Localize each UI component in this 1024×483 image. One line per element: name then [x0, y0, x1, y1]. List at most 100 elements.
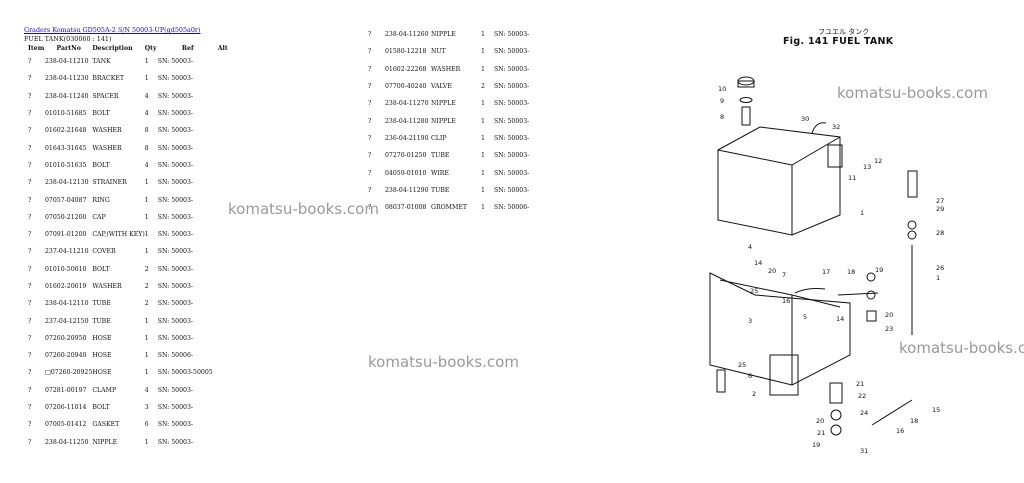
callout-label: 2: [752, 390, 756, 398]
row-qty: 1: [144, 317, 149, 325]
tube-part: [837, 292, 879, 296]
tube-part: [811, 122, 827, 134]
callout-label: 9: [720, 97, 724, 105]
nut-part: [866, 310, 877, 322]
row-description: TUBE: [431, 186, 450, 194]
row-description: BOLT: [92, 404, 110, 412]
row-partno: □07260-20925: [45, 369, 93, 377]
callout-label: 21: [856, 380, 864, 388]
row-ref: SN: 50003-: [494, 169, 530, 177]
row-description: STRAINER: [92, 179, 127, 187]
row-qty: 1: [481, 31, 485, 39]
row-description: HOSE: [92, 352, 112, 360]
row-item: ?: [28, 110, 32, 118]
header-qty: Qty: [144, 44, 157, 52]
row-item: ?: [368, 48, 372, 56]
valve-part: [866, 290, 876, 300]
watermark: komatsu-books.com: [837, 84, 988, 102]
callout-label: 20: [885, 311, 893, 319]
row-partno: 236-04-21190: [385, 134, 429, 142]
row-ref: SN: 50003-: [157, 127, 194, 135]
row-ref: SN: 50003-: [494, 117, 530, 125]
row-qty: 1: [144, 334, 149, 342]
row-qty: 1: [144, 213, 149, 221]
nipple-part: [907, 170, 918, 198]
breadcrumb-link[interactable]: Graders Komatsu GD505A-2 S/N 50003-UP(gd…: [24, 26, 201, 34]
row-partno: 07091-01200: [45, 231, 87, 239]
row-ref: SN: 50003-: [157, 404, 194, 412]
washer-part: [907, 230, 917, 240]
row-ref: SN: 50003-: [157, 58, 194, 66]
ring-part: [739, 97, 753, 103]
row-description: GASKET: [92, 421, 120, 429]
row-partno: 07057-04087: [45, 196, 87, 204]
tank-body: [717, 126, 841, 236]
row-qty: 1: [144, 438, 149, 446]
row-partno: 01602-21648: [45, 127, 87, 135]
figure-title: Fig. 141 FUEL TANK: [783, 36, 894, 47]
washer-part: [907, 220, 917, 230]
frame-edge: [719, 279, 841, 308]
row-ref: SN: 50003-: [157, 334, 194, 342]
row-qty: 1: [481, 100, 485, 108]
callout-label: 12: [874, 157, 882, 165]
row-ref: SN: 50003-: [157, 317, 194, 325]
frame-edge: [709, 273, 851, 355]
row-item: ?: [28, 421, 32, 429]
row-partno: 238-04-12130: [45, 179, 89, 187]
row-ref: SN: 50003-: [157, 438, 194, 446]
row-description: COVER: [92, 248, 116, 256]
table-header-row: Item PartNo Description Qty Ref Alt: [28, 43, 228, 53]
row-partno: 237-04-12150: [45, 317, 89, 325]
row-ref: SN: 50003-: [157, 196, 194, 204]
row-item: ?: [28, 92, 32, 100]
callout-label: 24: [860, 409, 868, 417]
row-qty: 2: [144, 265, 149, 273]
valve-part: [830, 409, 842, 421]
row-ref: SN: 50003-: [157, 386, 194, 394]
callout-label: 30: [801, 115, 809, 123]
row-description: BOLT: [92, 110, 110, 118]
row-ref: SN: 50006-: [494, 204, 530, 212]
row-item: ?: [28, 179, 32, 187]
tank-edge: [717, 136, 841, 166]
row-description: TUBE: [92, 300, 111, 308]
watermark: komatsu-books.com: [368, 353, 519, 371]
row-qty: 8: [144, 127, 149, 135]
row-ref: SN: 50003-: [157, 110, 194, 118]
row-partno: 07005-01412: [45, 421, 87, 429]
row-ref: SN: 50003-: [494, 48, 530, 56]
strainer-part: [741, 106, 751, 126]
row-item: ?: [368, 31, 372, 39]
header-alt: Alt: [217, 44, 228, 52]
row-description: CAP: [92, 213, 106, 221]
row-ref: SN: 50003-: [494, 134, 530, 142]
callout-label: 20: [816, 417, 824, 425]
callout-label: 19: [812, 441, 820, 449]
callout-label: 5: [803, 313, 807, 321]
row-description: NIPPLE: [431, 117, 456, 125]
callout-label: 28: [936, 229, 944, 237]
callout-label: 4: [748, 243, 752, 251]
bolt-part: [716, 369, 726, 393]
callout-label: 16: [782, 297, 790, 305]
row-partno: 01643-31645: [45, 144, 87, 152]
row-qty: 3: [144, 404, 149, 412]
row-ref: SN: 50003-: [157, 300, 194, 308]
